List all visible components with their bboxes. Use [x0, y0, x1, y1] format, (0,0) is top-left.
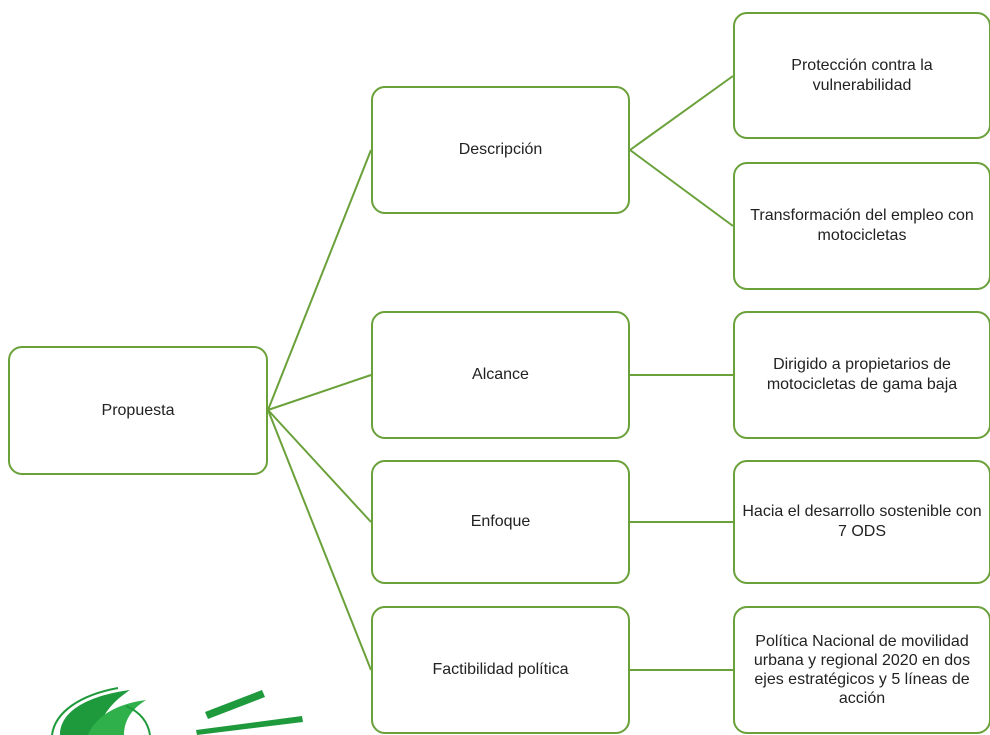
green-swoosh-logo-icon: [51, 687, 303, 735]
leaf-node-label: Dirigido a propietarios de motocicletas …: [766, 356, 958, 393]
leaf-node-label: Política Nacional de movilidad urbana y …: [753, 633, 971, 707]
leaf-node-transformacion: Transformación del empleo con motociclet…: [733, 162, 990, 290]
leaf-node-label: Hacia el desarrollo sostenible con 7 ODS: [742, 503, 982, 540]
root-node-label: Propuesta: [101, 401, 175, 419]
branch-node-descripcion: Descripción: [371, 86, 630, 214]
branch-node-enfoque: Enfoque: [371, 460, 630, 584]
branch-node-factibilidad-politica: Factibilidad política: [371, 606, 630, 734]
root-node-propuesta: Propuesta: [8, 346, 268, 475]
leaf-node-label: Transformación del empleo con motociclet…: [750, 207, 974, 244]
leaf-node-hacia-desarrollo: Hacia el desarrollo sostenible con 7 ODS: [733, 460, 990, 584]
leaf-node-politica-nacional: Política Nacional de movilidad urbana y …: [733, 606, 990, 734]
connector-root-factibilidad: [267, 409, 372, 671]
leaf-node-dirigido: Dirigido a propietarios de motocicletas …: [733, 311, 990, 439]
branch-node-label: Alcance: [472, 366, 529, 383]
branch-node-label: Enfoque: [470, 513, 531, 530]
connector-root-enfoque: [267, 409, 372, 523]
leaf-node-label: Protección contra la vulnerabilidad: [791, 56, 933, 94]
leaf-node-proteccion: Protección contra la vulnerabilidad: [733, 12, 990, 139]
branch-node-label: Factibilidad política: [432, 661, 569, 678]
branch-node-label: Descripción: [458, 141, 543, 158]
connector-descripcion-transformacion: [629, 149, 734, 227]
branch-node-alcance: Alcance: [371, 311, 630, 439]
connector-root-descripcion: [267, 149, 372, 411]
connector-descripcion-proteccion: [629, 75, 734, 151]
connector-root-alcance: [267, 374, 372, 411]
